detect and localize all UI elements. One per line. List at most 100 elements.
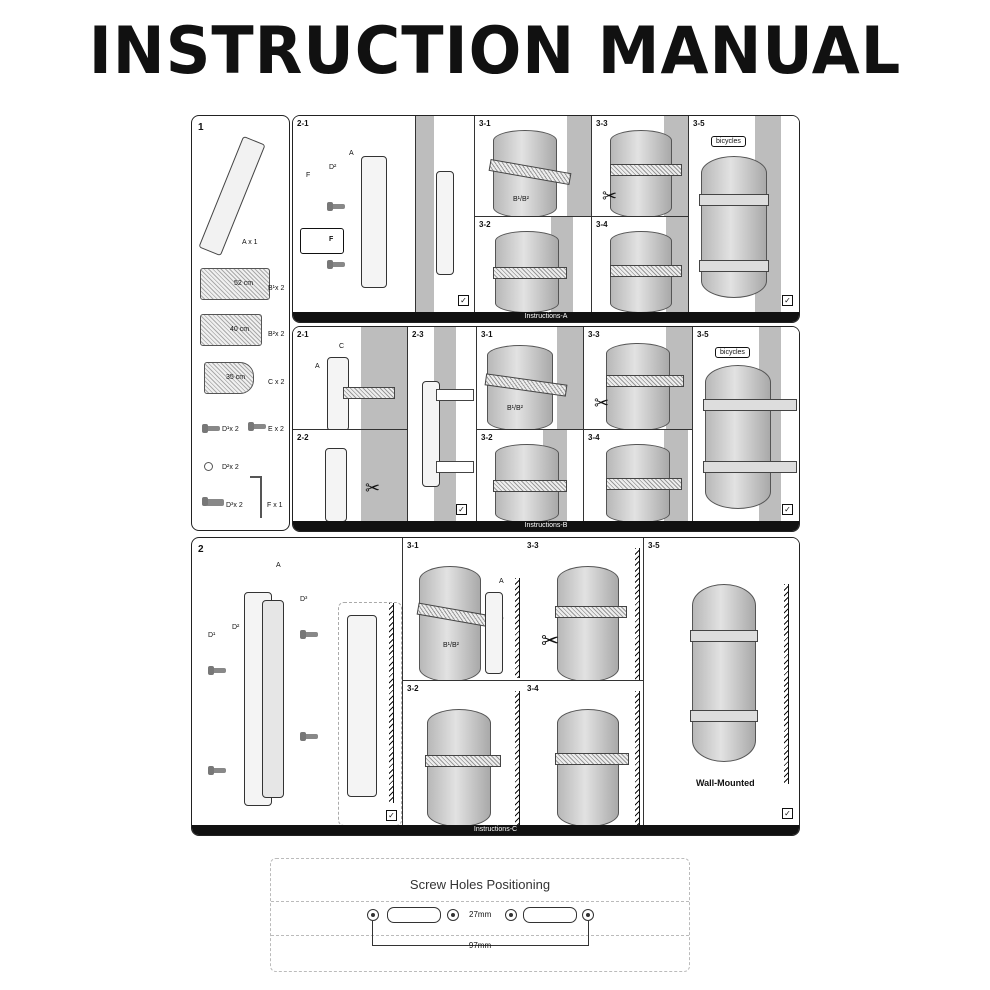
strap-drawing	[610, 164, 682, 176]
strap-drawing	[555, 606, 627, 618]
washer-d2-icon	[204, 462, 213, 471]
strap-drawing	[343, 387, 395, 399]
mount-a-drawing	[485, 592, 503, 674]
step-label: 2-3	[412, 330, 424, 339]
screw-hole-icon	[447, 909, 459, 921]
callout-b: B¹/B²	[443, 642, 459, 649]
step-label: 3-5	[648, 541, 660, 550]
step-label: 3-1	[479, 119, 491, 128]
step-c-3-4: 3-4	[523, 681, 644, 826]
instructions-a-panel: 2-1 A D² F F 2-2 3-1 B¹/B² 3-2 3-3 ✂ 3-4	[292, 115, 800, 323]
check-icon: ✓	[456, 504, 467, 515]
strap-c-length: 35 cm	[226, 374, 246, 381]
instructions-b-panel: 2-1 A C 2-2 ✂ 2-3 3-1 B¹/B² 3-2 3-3 ✂	[292, 326, 800, 532]
step-a-2-2: 2-2	[416, 116, 475, 313]
callout-a: A	[499, 578, 504, 585]
callout-a: A	[276, 562, 281, 569]
wall-mounted-caption: Wall-Mounted	[696, 778, 755, 788]
screw-holes-guide: Screw Holes Positioning 27mm 97mm	[270, 858, 690, 972]
step-b-3-1: 3-1 B¹/B²	[477, 327, 584, 430]
check-icon: ✓	[782, 295, 793, 306]
callout-d2: D²	[232, 624, 240, 631]
wall-drawing	[515, 691, 520, 825]
part-c-count: C x 2	[268, 379, 285, 386]
strap-b2-illustration	[200, 314, 262, 346]
part-d2-count: D²x 2	[222, 464, 239, 471]
pole-drawing	[557, 327, 583, 429]
strap-drawing	[436, 461, 474, 473]
mount-a-back-drawing	[262, 600, 284, 798]
part-b1-count: B¹x 2	[268, 285, 285, 292]
check-icon: ✓	[782, 504, 793, 515]
mount-slot	[387, 907, 441, 923]
screw-icon	[208, 666, 226, 675]
step-b-2-3: 2-3	[408, 327, 477, 522]
step-label: 3-2	[481, 433, 493, 442]
step-c-3-1: 3-1 B¹/B² A	[402, 538, 524, 681]
step-label: 3-4	[527, 684, 539, 693]
part-d3-count: D³x 2	[226, 502, 243, 509]
part-e-count: E x 2	[268, 426, 284, 433]
screw-hole-icon	[505, 909, 517, 921]
step-label: 3-1	[481, 330, 493, 339]
step-b-3-2: 3-2	[477, 430, 584, 522]
wall-drawing	[515, 578, 520, 678]
step-label: 3-3	[596, 119, 608, 128]
strap-drawing	[699, 260, 769, 272]
guide-title: Screw Holes Positioning	[409, 877, 551, 892]
parts-panel: 1 A x 1 52 cm B¹x 2 40 cm B²x 2 35 cm C …	[191, 115, 290, 531]
step-a-3-1: 3-1 B¹/B²	[475, 116, 592, 217]
instructions-c-panel: 2 A D¹ D² D³ ✓ 3-1 B¹/B² A 3-2 3-3 ✂	[191, 537, 800, 836]
instructions-c-footer: Instructions-C	[192, 825, 799, 835]
strap-drawing	[699, 194, 769, 206]
step-a-3-2: 3-2	[475, 217, 592, 313]
step-a-2-1: 2-1 A D² F F	[293, 116, 416, 313]
instructions-b-footer: Instructions-B	[293, 521, 799, 531]
wall-mount-assembled-drawing: ✓	[338, 602, 402, 826]
step-c-3-2: 3-2	[402, 681, 524, 826]
step-b-3-4: 3-4	[584, 430, 693, 522]
bicycles-tag: bicycles	[715, 347, 750, 358]
step-label: 3-3	[527, 541, 539, 550]
check-icon: ✓	[458, 295, 469, 306]
cylinder-drawing	[692, 584, 756, 762]
strap-drawing	[425, 755, 501, 767]
strap-drawing	[606, 478, 682, 490]
wall-drawing	[635, 691, 640, 825]
callout-f: F	[306, 172, 311, 179]
bicycles-tag: bicycles	[711, 136, 746, 147]
callout-f-box: F	[329, 236, 334, 243]
strap-b1-illustration	[200, 268, 270, 300]
mount-a-drawing	[325, 448, 347, 521]
wall-mount-exploded-drawing: A D¹ D² D³	[192, 538, 400, 825]
scissors-icon: ✂	[602, 186, 618, 206]
parts-label: 1	[198, 122, 204, 133]
scissors-icon: ✂	[365, 478, 381, 498]
part-a-count: A x 1	[242, 239, 258, 246]
screw-icon	[208, 766, 226, 775]
guide-divider-bottom	[271, 935, 689, 936]
part-d1-count: D¹x 2	[222, 426, 239, 433]
strap-drawing	[690, 630, 758, 642]
check-icon: ✓	[782, 808, 793, 819]
callout-a: A	[349, 150, 354, 157]
step-label: 3-4	[588, 433, 600, 442]
strap-drawing	[493, 267, 567, 279]
step-label: 3-4	[596, 220, 608, 229]
callout-a: A	[315, 363, 320, 370]
part-f-count: F x 1	[267, 502, 283, 509]
strap-drawing	[703, 399, 797, 411]
step-b-2-1: 2-1 A C	[293, 327, 408, 430]
screw-hole-icon	[582, 909, 594, 921]
pole-drawing	[361, 430, 407, 521]
step-label: 3-5	[693, 119, 705, 128]
callout-d3: D³	[300, 596, 308, 603]
strap-drawing	[555, 753, 629, 765]
screw-icon	[327, 260, 345, 269]
strap-drawing	[436, 389, 474, 401]
outer-dimension-line	[372, 921, 589, 946]
instructions-a-footer: Instructions-A	[293, 312, 799, 322]
mount-a-drawing	[347, 615, 377, 797]
step-b-3-3: 3-3 ✂	[584, 327, 693, 430]
step-b-2-2: 2-2 ✂	[293, 430, 408, 522]
